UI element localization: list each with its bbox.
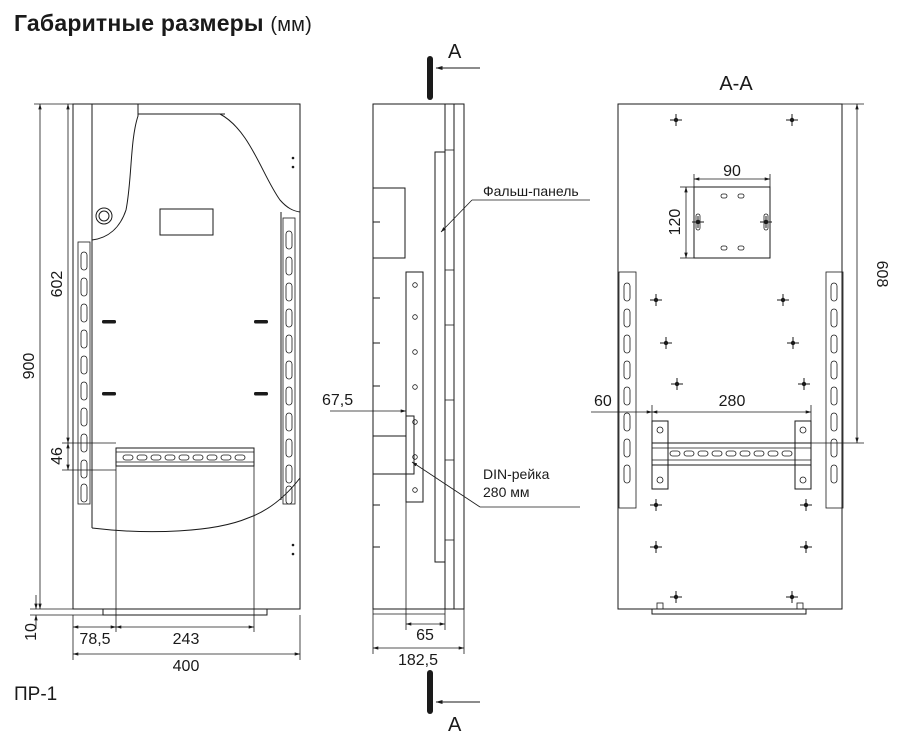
side-din-profile [372,435,407,475]
front-rail-right [282,217,296,505]
side-door [444,103,455,610]
side-din-rail [405,415,415,475]
front-window [159,208,214,236]
lock-icon [95,207,113,225]
dim-offset-left: 78,5 [79,631,110,648]
page-title: Габаритные размеры (мм) [14,10,312,36]
side-mount-rail [405,271,424,503]
dim-din-depth: 65 [416,627,434,644]
center-box [693,186,771,259]
callout-false-panel: Фальш-панель [483,183,579,199]
side-view: А А [322,41,590,736]
side-body [372,103,446,610]
dim-height-din: 46 [49,447,66,465]
dim-height: 608 [873,261,890,288]
section-view-title: А-А [719,73,753,95]
front-cover-curve-right [219,113,301,213]
section-letter-bottom: А [448,714,462,736]
section-view: А-А 90 120 [591,73,890,615]
section-mark-top [427,56,433,100]
false-panel [434,151,446,563]
dim-height-upper: 602 [49,271,66,298]
side-top-box [372,187,406,259]
dim-bottom: 10 [23,623,40,641]
section-rail-left [618,271,637,509]
callout-din-line2: 280 мм [483,484,530,500]
section-rail-right [825,271,844,509]
dim-depth-total: 182,5 [398,652,438,669]
front-din-rail [115,447,255,467]
section-mark-bottom [427,670,433,714]
dim-din-width: 243 [173,631,200,648]
callout-din-line1: DIN-рейка [483,466,550,482]
front-rail-left [77,241,91,505]
dim-din-length: 280 [719,393,746,410]
dim-box-height: 120 [667,209,684,236]
section-din-rail [651,420,812,490]
model-label: ПР-1 [14,684,58,705]
dim-depth-offset: 67,5 [322,392,353,409]
section-letter-top: А [448,41,462,63]
dim-box-width: 90 [723,163,741,180]
back-plinth [651,608,807,615]
front-view: 900 602 46 10 78,5 243 400 [21,103,301,675]
front-base-plinth [102,608,268,616]
title-unit: (мм) [270,14,312,36]
mount-hole-cross-icon [669,113,683,127]
dim-height-total: 900 [21,353,38,380]
front-cover-curve-left [91,104,139,241]
front-enclosure-outline [72,103,301,610]
front-cover-curve-bottom [91,477,301,533]
dim-offset: 60 [594,393,612,410]
dim-width-total: 400 [173,658,200,675]
